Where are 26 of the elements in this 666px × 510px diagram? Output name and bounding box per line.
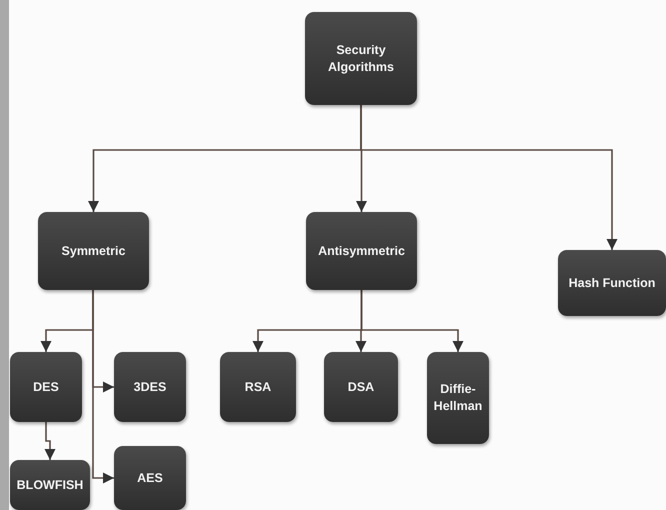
- process-box: [10, 352, 82, 422]
- process-box: [114, 352, 186, 422]
- process-box: [558, 250, 666, 316]
- process-box: [114, 446, 186, 510]
- box-label: BLOWFISH: [16, 476, 84, 494]
- box-label: RSA: [244, 378, 272, 396]
- box-label: Hash Function: [568, 274, 656, 292]
- process-box: [38, 212, 149, 290]
- box-label: Antisymmetric: [318, 242, 405, 260]
- process-box: [305, 12, 417, 105]
- arrow: [360, 105, 618, 250]
- process-box: [10, 460, 90, 510]
- box-label: Symmetric: [62, 242, 126, 260]
- box-label: AES: [137, 470, 163, 486]
- box-label: 3DES: [134, 378, 166, 396]
- arrow: [44, 422, 56, 460]
- arrow: [360, 290, 464, 352]
- box-label: DSA: [348, 378, 374, 396]
- process-box: [220, 352, 296, 422]
- box-label: DES: [33, 378, 59, 396]
- process-box: [324, 352, 398, 422]
- process-box: [306, 212, 417, 290]
- box-label: Diffie-Hellman: [433, 381, 483, 415]
- process-box: [427, 352, 489, 444]
- arrow: [92, 290, 114, 484]
- box-label: Security Algorithms: [327, 42, 395, 76]
